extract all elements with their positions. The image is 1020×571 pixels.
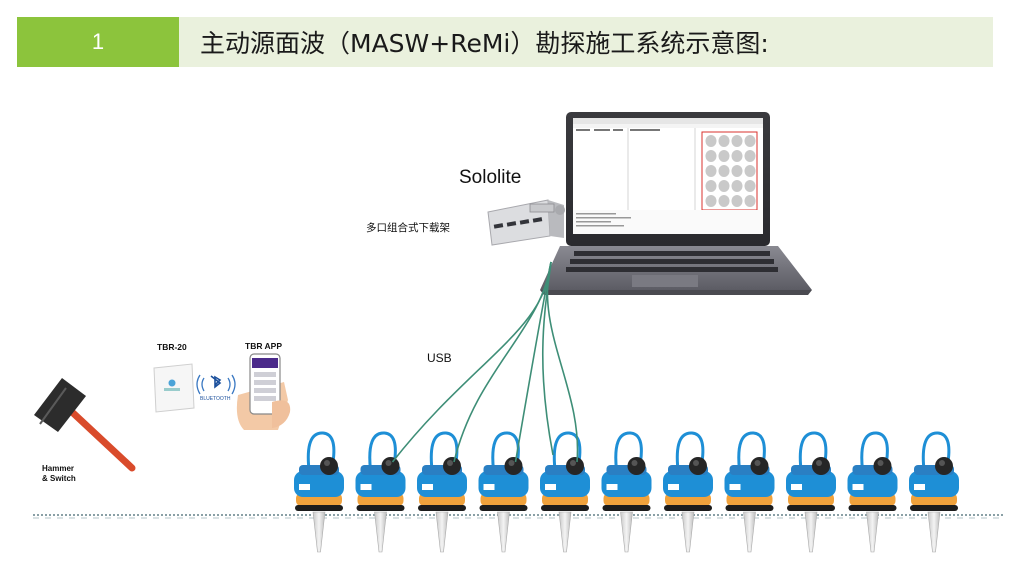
hub-label: 多口组合式下载架: [366, 221, 450, 234]
usb-label: USB: [427, 351, 452, 365]
geophone-sensor: [417, 431, 467, 553]
geophone-sensor: [540, 431, 590, 553]
ground-line: [33, 514, 1005, 519]
hammer-icon: [34, 378, 136, 472]
usb-cables: [391, 261, 579, 463]
geophone-sensor: [724, 431, 775, 553]
geophone-sensor: [909, 431, 959, 553]
usb-hub: [487, 199, 565, 246]
tbr-app-label: TBR APP: [245, 341, 282, 351]
bluetooth-icon: [196, 374, 236, 395]
usb-cable: [541, 261, 554, 456]
sensor-array: [294, 431, 959, 553]
usb-cable: [391, 261, 552, 463]
screen-sensor-grid: [705, 135, 756, 207]
hammer-label: Hammer & Switch: [42, 464, 76, 483]
tbr-app-phone: [236, 353, 291, 430]
software-label: Sololite: [459, 167, 521, 188]
laptop: [540, 112, 812, 295]
geophone-sensor: [478, 431, 529, 553]
geophone-sensor: [355, 431, 406, 553]
tbr20-label: TBR-20: [157, 342, 187, 352]
geophone-sensor: [663, 431, 713, 553]
title-bar: [179, 17, 993, 67]
geophone-sensor: [601, 431, 652, 553]
tbr20-device: [153, 363, 195, 413]
geophone-sensor: [847, 431, 898, 553]
usb-cable: [453, 261, 552, 463]
geophone-sensor: [786, 431, 836, 553]
bluetooth-label: BLUETOOTH: [200, 396, 231, 402]
section-number-badge: 1: [17, 17, 179, 67]
page-title: 主动源面波（MASW+ReMi）勘探施工系统示意图:: [200, 29, 769, 58]
usb-cable: [514, 261, 552, 463]
section-number: 1: [91, 29, 105, 54]
geophone-sensor: [294, 431, 344, 553]
